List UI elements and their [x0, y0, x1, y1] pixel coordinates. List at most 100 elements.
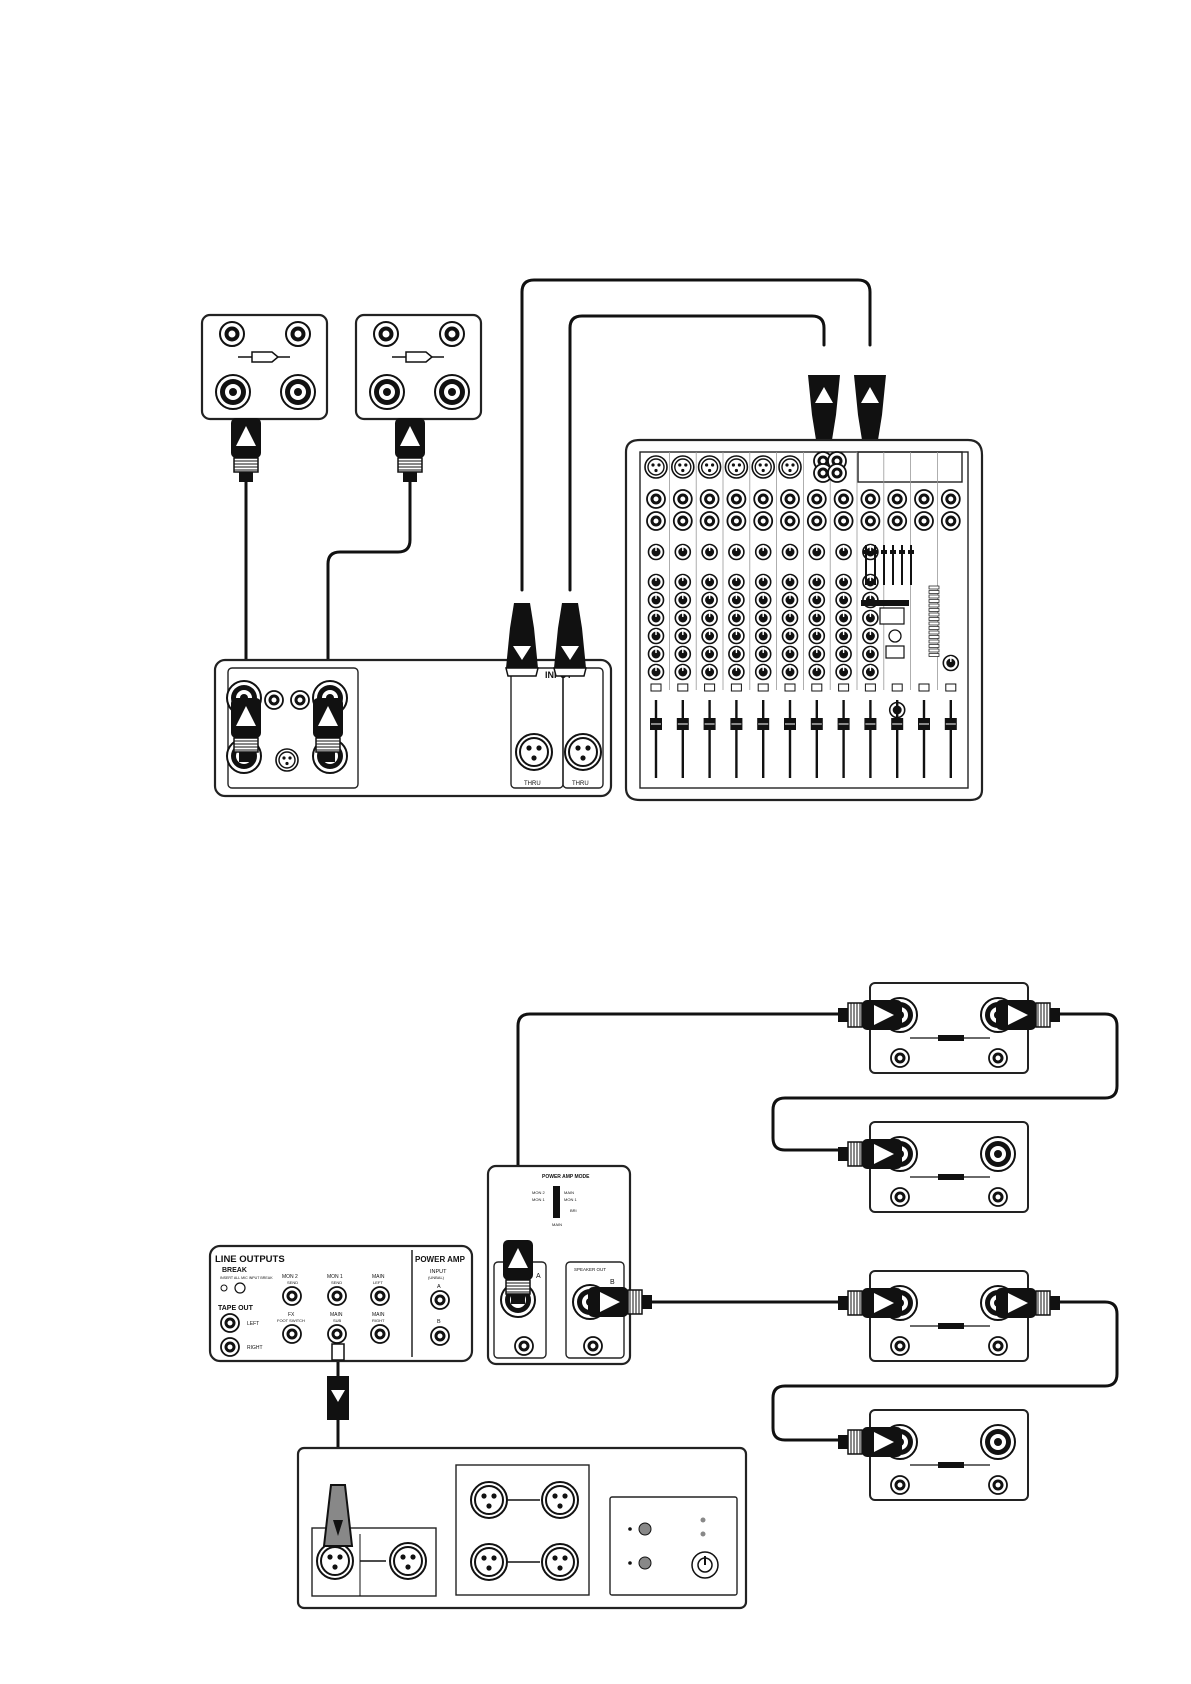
mixer-line-jack-a-7 — [808, 490, 826, 508]
mixer-knob-r2-c7 — [809, 575, 824, 590]
xlr-plug-crossover-1 — [506, 603, 538, 676]
mixer-knob-r1-c4 — [729, 545, 744, 560]
mode-option-3: MAIN — [564, 1190, 574, 1195]
right-label: RIGHT — [247, 1345, 263, 1351]
power-amp-mode-label: POWER AMP MODE — [542, 1174, 590, 1180]
mixer-line-jack-b-1 — [647, 512, 665, 530]
xlr-plug-crossover-2 — [554, 603, 586, 676]
mixer-line-jack-a-2 — [674, 490, 692, 508]
crossover-thru-label-2: THRU — [572, 781, 589, 787]
mixer-knob-r3-c4 — [729, 593, 744, 608]
speakon-plug-in-1 — [838, 1000, 902, 1030]
mixer-line-jack-b-5 — [754, 512, 772, 530]
mixer-mic-input-1 — [645, 456, 667, 478]
mixer-line-jack-b-10 — [888, 512, 906, 530]
mixer-line-jack-a-6 — [781, 490, 799, 508]
mixer-knob-r2-c4 — [729, 575, 744, 590]
mixer-knob-r2-c2 — [675, 575, 690, 590]
fx-sub: FOOT SWITCH — [277, 1318, 305, 1323]
mixer-knob-r7-c1 — [649, 665, 664, 680]
mixer-knob-r1-c5 — [756, 545, 771, 560]
crossover-thru-label-1: THRU — [524, 781, 541, 787]
mixer-mic-input-4 — [725, 456, 747, 478]
mixer-knob-r3-c3 — [702, 593, 717, 608]
mixer-knob-r2-c5 — [756, 575, 771, 590]
speakon-plug-in-3 — [838, 1288, 902, 1318]
break-sub-label: INSERT ALL MIC INPUT BREAK — [220, 1276, 273, 1280]
mixer-line-jack-b-9 — [861, 512, 879, 530]
mixer-mic-input-5 — [752, 456, 774, 478]
mixer-line-jack-a-9 — [861, 490, 879, 508]
mixer-knob-r7-c4 — [729, 665, 744, 680]
mixer-fx-display — [880, 608, 904, 624]
mixer-knob-r7-c6 — [783, 665, 798, 680]
mixer-knob-r7-c3 — [702, 665, 717, 680]
mixer-line-jack-b-12 — [942, 512, 960, 530]
main-left-sub: LEFT — [373, 1280, 383, 1285]
speakon-plug-2 — [395, 418, 425, 482]
mixer-mic-input-6 — [779, 456, 801, 478]
mixer-line-jack-a-5 — [754, 490, 772, 508]
mixer-knob-r3-c7 — [809, 593, 824, 608]
mode-option-5: BRI — [570, 1208, 577, 1213]
mixer-knob-r7-c9 — [863, 665, 878, 680]
tape-out-label: TAPE OUT — [218, 1305, 254, 1312]
speaker-panel-2 — [356, 315, 481, 419]
mixer-knob-r6-c7 — [809, 647, 824, 662]
mixer-knob-r4-c1 — [649, 611, 664, 626]
xlr-plug-mixer-1 — [808, 375, 840, 440]
mixer-knob-r7-c5 — [756, 665, 771, 680]
speakon-plug-out-3 — [996, 1288, 1060, 1318]
mixer-line-jack-b-7 — [808, 512, 826, 530]
power-amp-input-sub: (UNBAL) — [428, 1275, 445, 1280]
mixer-knob-r1-c2 — [675, 545, 690, 560]
mixer-knob-r1-c6 — [783, 545, 798, 560]
speakon-plug-1 — [231, 418, 261, 482]
mixer-mic-input-2 — [672, 456, 694, 478]
mixer-line-jack-a-8 — [835, 490, 853, 508]
power-amp-b-label: B — [437, 1319, 441, 1325]
mixer-knob-r3-c2 — [675, 593, 690, 608]
processor-rear-panel — [298, 1448, 746, 1608]
mixer-knob-r4-c6 — [783, 611, 798, 626]
mixer-knob-r6-c9 — [863, 647, 878, 662]
mixer-line-jack-a-3 — [701, 490, 719, 508]
mixer-knob-r6-c1 — [649, 647, 664, 662]
mixer-knob-r4-c9 — [863, 611, 878, 626]
mixer-knob-r4-c3 — [702, 611, 717, 626]
mixer-knob-r6-c2 — [675, 647, 690, 662]
mixer-knob-r3-c6 — [783, 593, 798, 608]
mixer-master-knob-2 — [943, 656, 958, 671]
speakon-plug-out-1 — [996, 1000, 1060, 1030]
speakon-plug-amp-a — [503, 1240, 533, 1304]
mode-option-2: MON 1 — [532, 1197, 545, 1202]
line-outputs-label: LINE OUTPUTS — [215, 1254, 285, 1265]
mixer-knob-r6-c6 — [783, 647, 798, 662]
speakon-plug-in-4 — [838, 1427, 902, 1457]
mon1-sub: SEND — [331, 1280, 342, 1285]
mixer-knob-r3-c8 — [836, 593, 851, 608]
mixer-knob-r3-c5 — [756, 593, 771, 608]
cable-speaker2-amp — [328, 460, 410, 660]
mixer-console — [626, 440, 982, 800]
mixer-knob-r4-c5 — [756, 611, 771, 626]
mon2-sub: SEND — [287, 1280, 298, 1285]
mode-option-6: MAIN — [552, 1222, 562, 1227]
mixer-knob-r5-c7 — [809, 629, 824, 644]
mixer-line-jack-a-4 — [727, 490, 745, 508]
mixer-knob-r1-c7 — [809, 545, 824, 560]
mixer-knob-r3-c1 — [649, 593, 664, 608]
mixer-line-jack-b-4 — [727, 512, 745, 530]
mixer-knob-r1-c1 — [649, 545, 664, 560]
mixer-line-jack-a-11 — [915, 490, 933, 508]
mixer-knob-r5-c8 — [836, 629, 851, 644]
mixer-knob-r1-c8 — [836, 545, 851, 560]
mixer-knob-r2-c1 — [649, 575, 664, 590]
mode-option-1: MON 2 — [532, 1190, 545, 1195]
mode-option-4: MON 1 — [564, 1197, 577, 1202]
mixer-knob-r6-c5 — [756, 647, 771, 662]
mixer-knob-r4-c4 — [729, 611, 744, 626]
main-sub-sub: SUB — [333, 1318, 342, 1323]
mixer-knob-r2-c6 — [783, 575, 798, 590]
mixer-knob-r2-c8 — [836, 575, 851, 590]
